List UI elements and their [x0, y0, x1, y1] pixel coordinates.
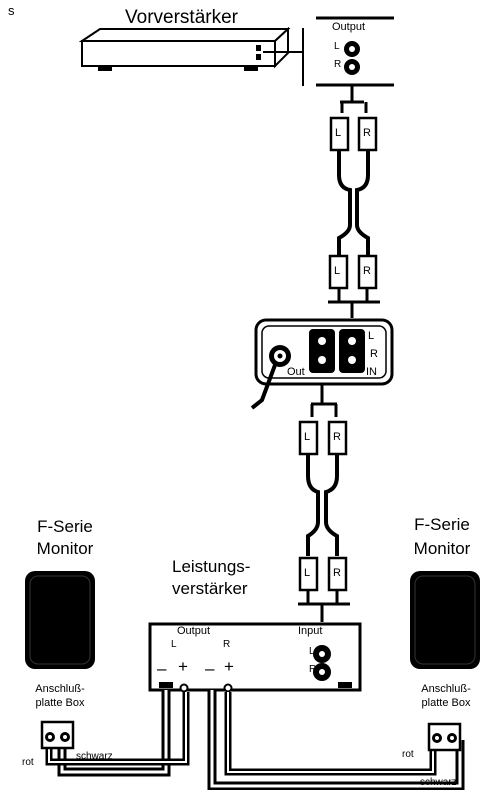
power-amp-output-right: R	[223, 639, 231, 650]
preamp-output-right: R	[334, 59, 342, 70]
right-terminal-plate	[427, 722, 462, 752]
preamp-output-left: L	[334, 41, 340, 52]
top-cable-plug-right-label: R	[363, 127, 371, 139]
left-terminal-plate	[40, 720, 75, 750]
rca-cable-top	[328, 86, 380, 318]
bottom-cable-plug-left-label: L	[304, 431, 311, 443]
power-amp-title-line2: verstärker	[172, 579, 248, 598]
module-right-label: R	[370, 348, 378, 360]
top-cable-lower-plug-left-label: L	[334, 265, 341, 277]
right-plate-line2: platte Box	[421, 697, 471, 709]
right-black-label: schwarz	[420, 777, 457, 788]
top-left-fragment: s	[8, 3, 15, 18]
right-red-label: rot	[402, 749, 414, 760]
module-in-label: IN	[366, 366, 377, 378]
rca-cable-bottom	[298, 384, 350, 622]
preamp-output-panel	[302, 16, 394, 87]
bottom-cable-lower-plug-right-label: R	[333, 567, 341, 579]
speaker-wire-right	[207, 690, 465, 790]
preamp-illustration	[78, 26, 302, 71]
left-output-plus: +	[178, 657, 188, 676]
module-out-label: Out	[287, 366, 305, 378]
right-output-plus: +	[224, 657, 234, 676]
bottom-cable-lower-plug-left-label: L	[304, 567, 311, 579]
left-monitor-line1: F-Serie	[37, 517, 93, 536]
module-left-label: L	[368, 330, 375, 342]
left-red-label: rot	[22, 757, 34, 768]
right-output-minus: –	[205, 659, 215, 678]
left-monitor-speaker	[25, 571, 95, 669]
left-plate-line1: Anschluß-	[35, 683, 85, 695]
power-amp-output-label: Output	[177, 625, 211, 637]
left-output-minus: –	[157, 659, 167, 678]
top-cable-lower-plug-right-label: R	[363, 265, 371, 277]
preamp-title: Vorverstärker	[125, 7, 238, 28]
left-monitor-line2: Monitor	[36, 539, 94, 558]
power-amp-input-label: Input	[298, 625, 323, 637]
right-monitor-speaker	[410, 571, 480, 669]
right-monitor-line1: F-Serie	[414, 515, 470, 534]
left-plate-line2: platte Box	[35, 697, 85, 709]
crossover-module	[250, 318, 394, 410]
preamp-output-label: Output	[332, 21, 366, 33]
left-black-label: schwarz	[76, 751, 113, 762]
bottom-cable-plug-right-label: R	[333, 431, 341, 443]
power-amp-output-left: L	[171, 639, 177, 650]
speaker-wire-left	[45, 690, 190, 777]
right-plate-line1: Anschluß-	[421, 683, 471, 695]
power-amp-input-right: R	[309, 664, 317, 675]
top-cable-plug-left-label: L	[335, 127, 342, 139]
power-amplifier	[148, 622, 362, 693]
right-monitor-line2: Monitor	[413, 539, 471, 558]
power-amp-input-left: L	[309, 646, 315, 657]
power-amp-title-line1: Leistungs-	[172, 557, 251, 576]
